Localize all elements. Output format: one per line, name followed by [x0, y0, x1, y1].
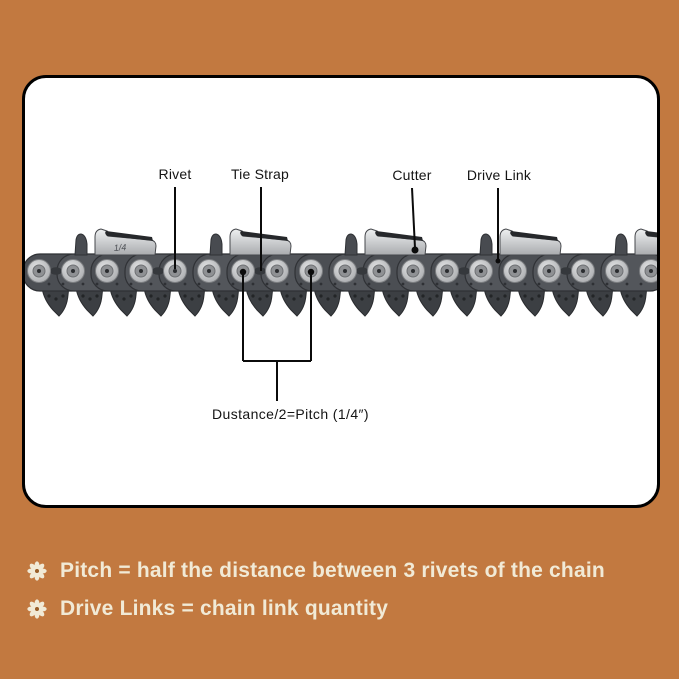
cutter-edge [645, 231, 657, 238]
tie-strap-slot [50, 267, 62, 275]
flower-asterisk-icon [27, 561, 47, 581]
tie-strap-slot [254, 267, 266, 275]
cutter-link [364, 228, 427, 256]
note-pitch: Pitch = half the distance between 3 rive… [27, 559, 605, 583]
cutter-edge [510, 231, 558, 241]
cutter-stamp: 1/4 [113, 242, 126, 253]
tie-strap-slot [152, 267, 164, 275]
depth-gauge [344, 233, 358, 256]
depth-gauge [614, 233, 628, 256]
tie-strap-slot [356, 267, 368, 275]
chainsaw-chain-illustration: 1/4 [25, 228, 657, 317]
depth-gauge [209, 233, 223, 256]
depth-gauge [479, 233, 493, 256]
chain-links: 1/4 [25, 228, 657, 317]
callout-label-rivet: Rivet [158, 166, 192, 182]
diagram-card: 1/4 [22, 75, 660, 508]
note-drive-links-text: Drive Links = chain link quantity [60, 597, 389, 620]
tie-strap-slot [458, 267, 470, 275]
cutter-link [499, 228, 562, 256]
cutter-link [229, 228, 292, 256]
note-drive-links: Drive Links = chain link quantity [27, 597, 388, 621]
cutter-edge [105, 231, 153, 241]
flower-asterisk-icon [27, 599, 47, 619]
pitch-caption: Dustance/2=Pitch (1/4″) [212, 406, 369, 422]
callout-label-drive-link: Drive Link [466, 167, 532, 183]
cutter-edge [240, 231, 288, 241]
callout-label-tie-strap: Tie Strap [230, 166, 290, 182]
tie-strap-slot [560, 267, 572, 275]
depth-gauge [74, 233, 88, 256]
callout-label-cutter: Cutter [392, 167, 432, 183]
note-pitch-text: Pitch = half the distance between 3 rive… [60, 559, 605, 582]
